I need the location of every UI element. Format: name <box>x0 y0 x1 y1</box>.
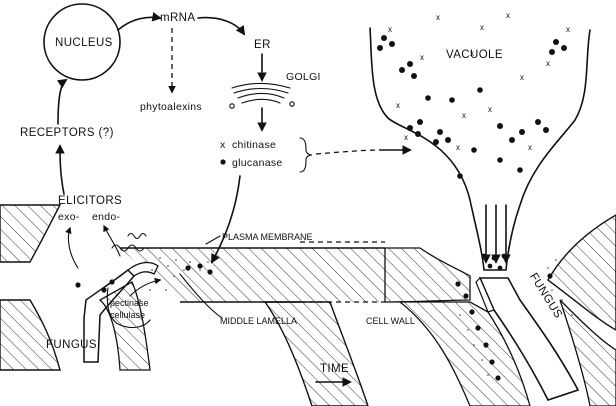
right-cell-wall <box>385 215 616 406</box>
svg-text:x: x <box>462 111 466 120</box>
plasma-membrane-label: PLASMA MEMBRANE <box>222 232 313 242</box>
vacuole-label: VACUOLE <box>446 49 503 61</box>
time-label: TIME <box>320 363 349 375</box>
glucanase-marker <box>220 159 225 164</box>
nucleus: NUCLEUS <box>44 4 120 80</box>
enzyme-legend: x chitinase glucanase <box>220 138 312 172</box>
svg-text:x: x <box>436 13 440 22</box>
svg-text:x: x <box>404 133 408 142</box>
svg-text:x: x <box>396 101 400 110</box>
elicitors-label: ELICITORS <box>58 195 122 207</box>
phytoalexins-label: phytoalexins <box>140 101 202 113</box>
mrna-label: mRNA <box>160 12 195 24</box>
svg-text:x: x <box>456 143 460 152</box>
svg-text:x: x <box>546 59 550 68</box>
er-label: ER <box>254 39 271 51</box>
svg-text:x: x <box>388 25 392 34</box>
exo-label: exo- <box>58 211 80 223</box>
svg-text:x: x <box>520 73 524 82</box>
pectinase-label: pectinase <box>110 298 149 308</box>
glucanase-label: glucanase <box>232 157 283 169</box>
golgi-label: GOLGI <box>286 71 321 83</box>
receptors-label: RECEPTORS (?) <box>20 127 114 139</box>
svg-text:x: x <box>420 53 424 62</box>
endo-label: endo- <box>92 211 121 223</box>
cellulase-label: cellulase <box>110 310 145 320</box>
svg-text:x: x <box>566 25 570 34</box>
middle-lamella-label: MIDDLE LAMELLA <box>220 316 297 326</box>
chitinase-marker: x <box>220 139 226 151</box>
fungus-left-label: FUNGUS <box>46 339 97 351</box>
svg-text:x: x <box>528 143 532 152</box>
svg-text:x: x <box>480 23 484 32</box>
golgi-apparatus <box>230 84 294 109</box>
cell-wall-label: CELL WALL <box>366 316 415 326</box>
left-cell-wall <box>0 205 385 406</box>
nucleus-label: NUCLEUS <box>55 37 113 49</box>
svg-text:x: x <box>488 105 492 114</box>
svg-text:x: x <box>506 11 510 20</box>
chitinase-label: chitinase <box>232 139 276 151</box>
